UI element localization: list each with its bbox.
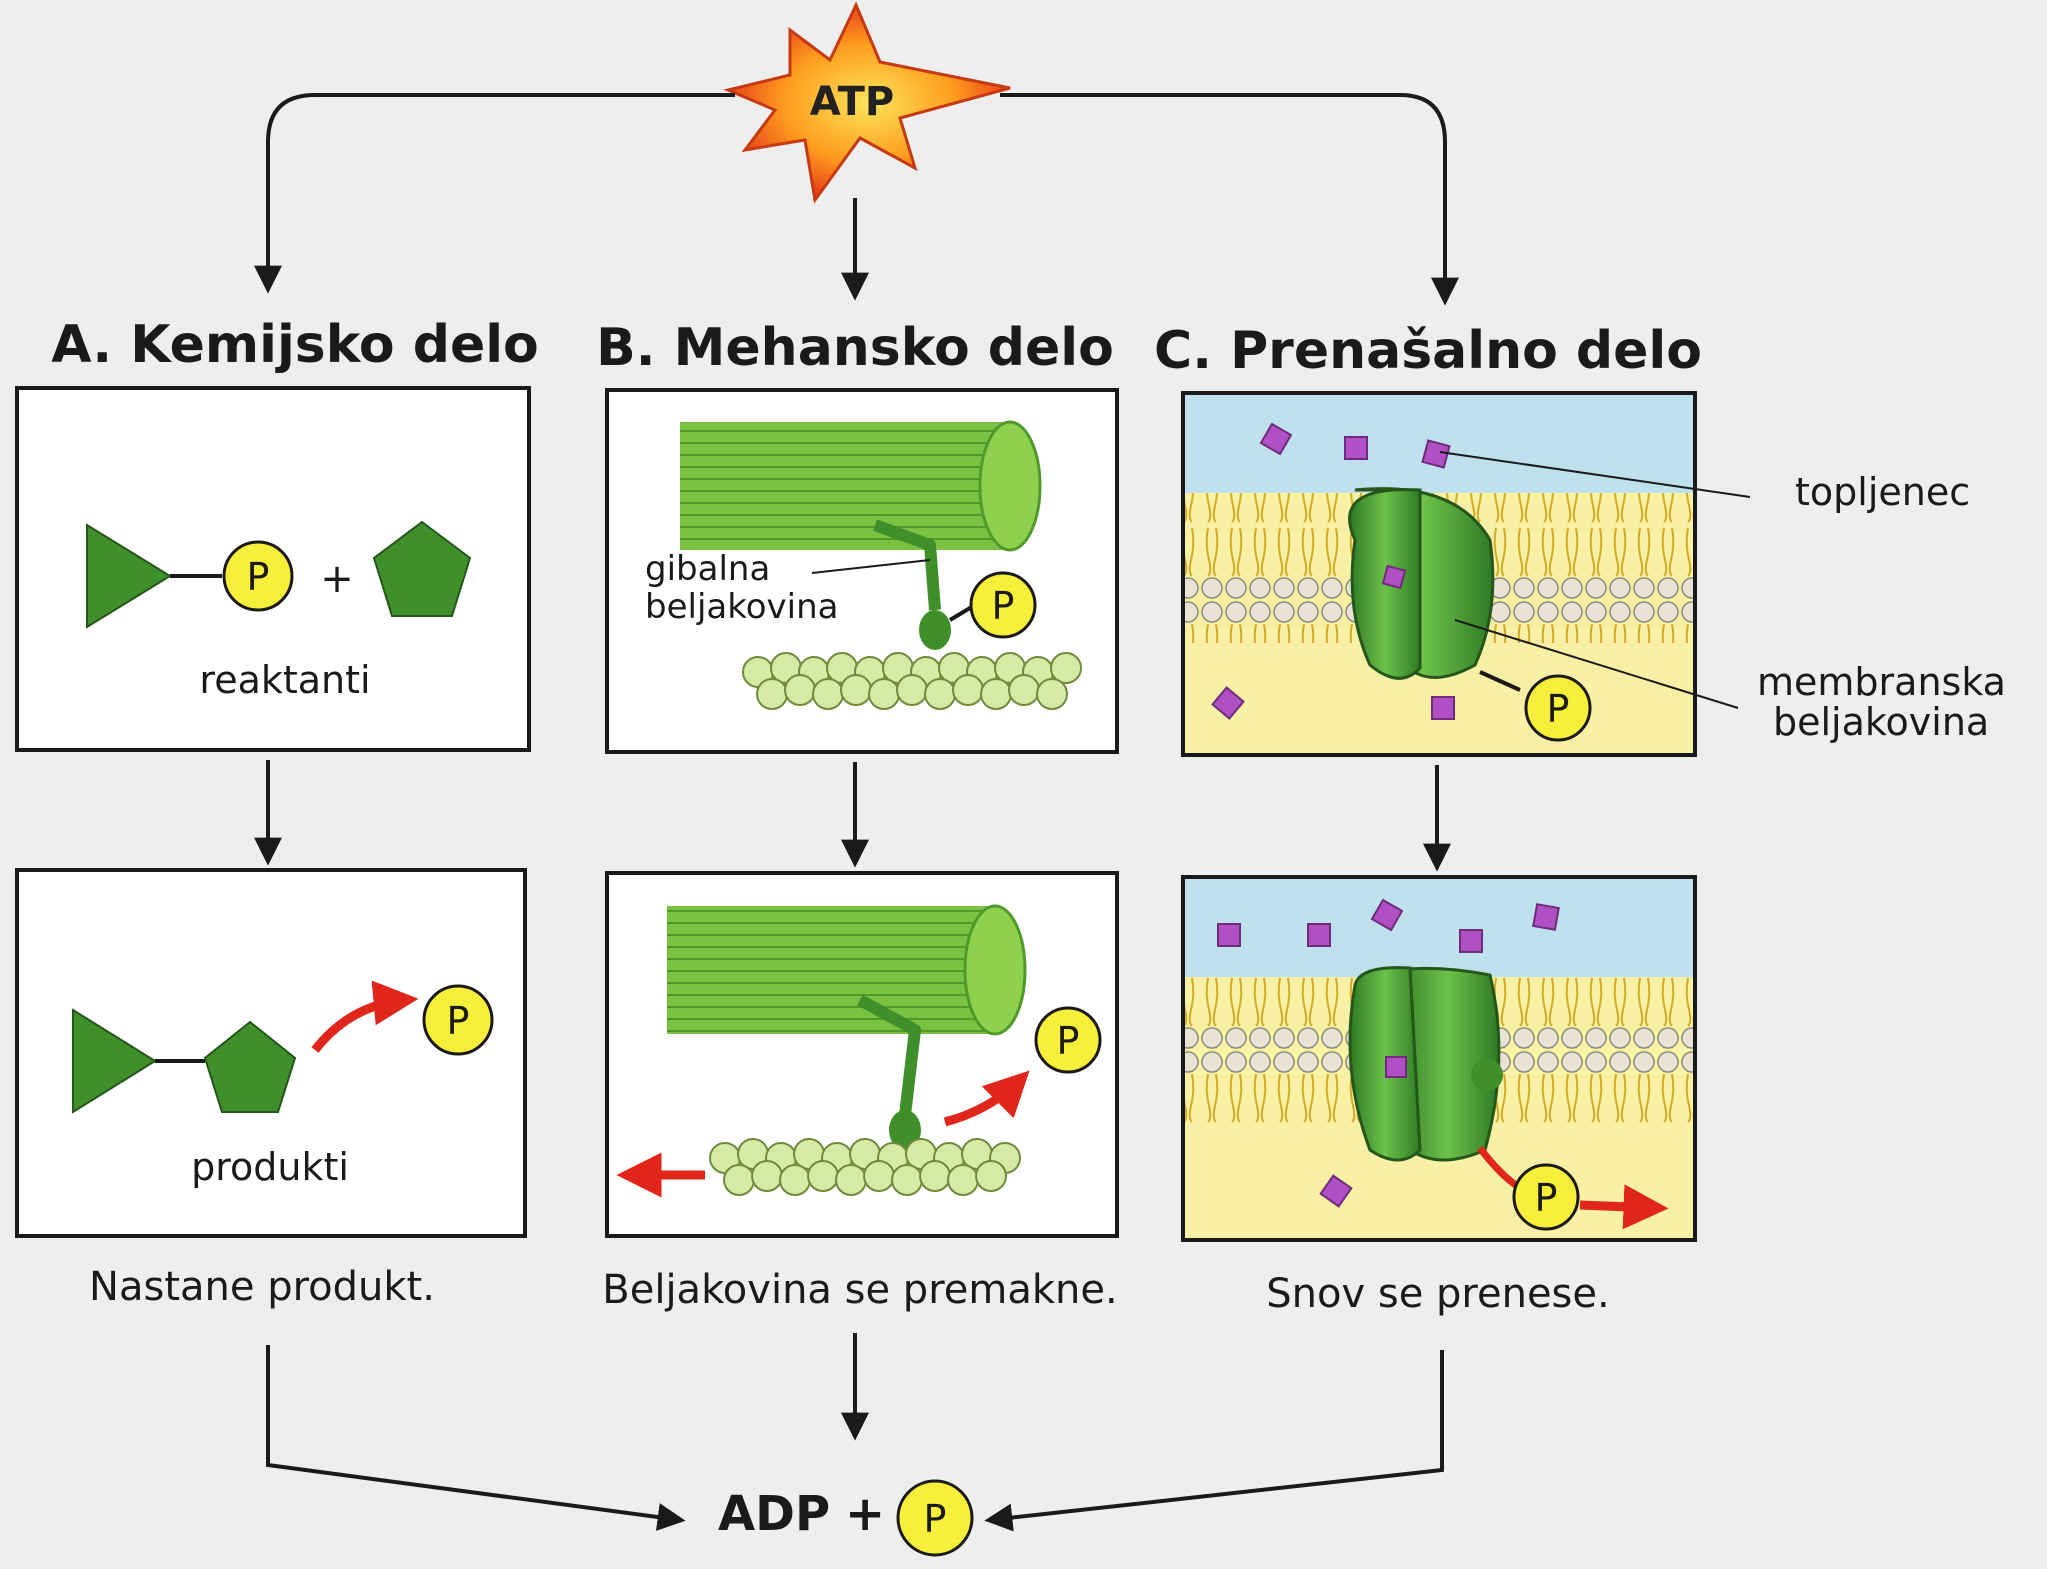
pentagon-icon xyxy=(203,1020,297,1113)
motor-protein-label-2: beljakovina xyxy=(645,587,838,627)
solute-particles xyxy=(1217,898,1560,1208)
panel-a-bottom: P produkti xyxy=(15,868,527,1238)
panel-c-bottom: P xyxy=(1181,875,1697,1242)
caption-c: Snov se prenese. xyxy=(1266,1271,1609,1317)
title-c: C. Prenašalno delo xyxy=(1154,321,1702,381)
bottom-connectors xyxy=(266,1333,1444,1532)
arrow-icon xyxy=(311,980,419,1053)
svg-text:P: P xyxy=(1535,1176,1558,1220)
triangle-icon xyxy=(72,1008,157,1114)
phosphate-icon: P xyxy=(969,571,1037,639)
phosphate-icon: P xyxy=(422,984,494,1056)
filament-cylinder xyxy=(680,420,1042,552)
top-connectors xyxy=(254,93,1459,306)
membrane-protein xyxy=(1348,966,1503,1162)
title-b: B. Mehansko delo xyxy=(596,318,1114,378)
arrow-from-a xyxy=(266,1345,686,1531)
svg-text:P: P xyxy=(924,1497,947,1541)
plus-sign: + xyxy=(320,556,354,602)
pentagon-icon xyxy=(372,520,472,617)
result-plus: + xyxy=(845,1486,885,1542)
starburst-icon xyxy=(723,1,1011,204)
caption-a: Nastane produkt. xyxy=(89,1264,435,1310)
phosphate-icon: P xyxy=(222,540,294,612)
panel-c-annotations: topljenec membranska beljakovina xyxy=(1439,451,2006,744)
solute-particles xyxy=(1211,422,1455,720)
arrow-icon xyxy=(1579,1184,1669,1230)
filament-cylinder xyxy=(667,904,1027,1036)
atp-label: ATP xyxy=(810,79,894,125)
actin-filament xyxy=(742,652,1082,710)
adp-label: ADP xyxy=(718,1486,830,1542)
svg-text:P: P xyxy=(1057,1019,1080,1063)
svg-text:P: P xyxy=(247,555,270,599)
arrow-from-c xyxy=(984,1350,1444,1532)
result-adp-pi: ADP + P xyxy=(718,1479,974,1557)
panel-c-top: P xyxy=(1181,391,1697,757)
membrane-protein-label-1: membranska xyxy=(1757,660,2006,704)
arrow-to-a xyxy=(254,93,735,294)
triangle-icon xyxy=(86,523,172,629)
panel-b-bottom: P xyxy=(605,871,1119,1238)
membrane-protein xyxy=(1348,487,1495,680)
svg-text:P: P xyxy=(992,584,1015,628)
solute-label: topljenec xyxy=(1795,470,1970,514)
phosphate-icon: P xyxy=(896,1479,974,1557)
atp-starburst: ATP xyxy=(723,1,1011,204)
caption-b: Beljakovina se premakne. xyxy=(602,1267,1117,1313)
phosphate-icon: P xyxy=(1524,674,1592,742)
motor-protein-label-1: gibalna xyxy=(645,549,770,589)
reactants-label: reaktanti xyxy=(199,658,370,702)
svg-text:P: P xyxy=(447,999,470,1043)
panel-b-top: P gibalna beljakovina xyxy=(605,388,1119,754)
arrow-to-c xyxy=(1000,93,1459,306)
svg-text:P: P xyxy=(1547,687,1570,731)
phosphate-icon: P xyxy=(1034,1006,1102,1074)
membrane-protein-label-2: beljakovina xyxy=(1773,700,1989,744)
panel-a-top: P + reaktanti xyxy=(15,386,531,752)
title-a: A. Kemijsko delo xyxy=(51,315,539,375)
products-label: produkti xyxy=(191,1145,349,1189)
actin-filament xyxy=(709,1138,1021,1196)
phosphate-icon: P xyxy=(1512,1163,1580,1231)
arrow-icon xyxy=(943,1070,1030,1127)
